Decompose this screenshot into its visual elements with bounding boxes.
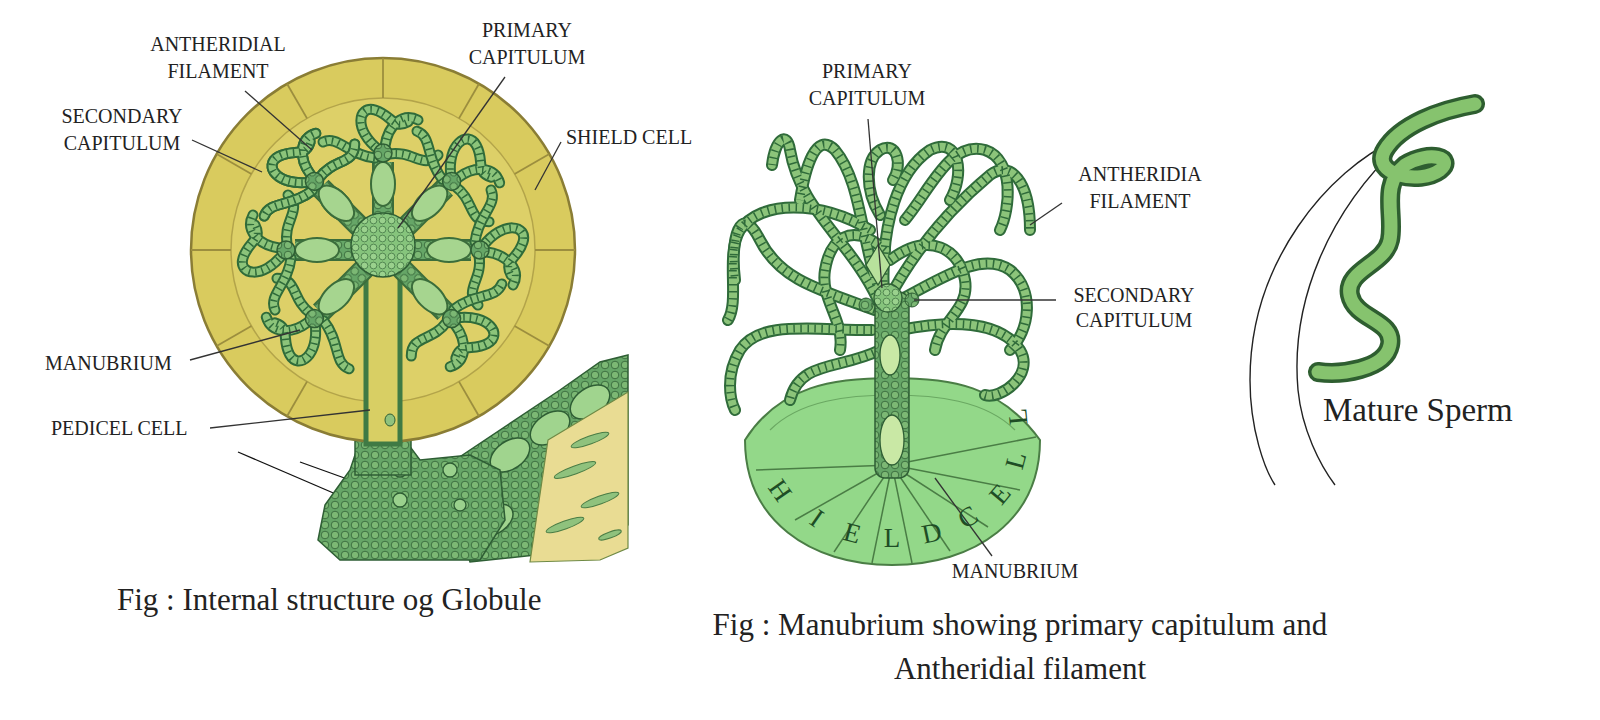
shield-letter: I <box>805 504 828 531</box>
part-label: MANUBRIUM <box>45 350 172 377</box>
shield-letter: L <box>884 525 901 552</box>
figure-caption: Fig : Manubrium showing primary capitulu… <box>660 603 1380 691</box>
part-label: ANTHERIDIA FILAMENT <box>1060 161 1220 215</box>
shield-letter: L <box>1001 449 1031 472</box>
part-label: PRIMARY CAPITULUM <box>795 58 940 112</box>
figure-label: Mature Sperm <box>1323 390 1513 430</box>
part-label: PEDICEL CELL <box>51 415 187 442</box>
leader-line <box>190 77 1062 556</box>
part-label: SECONDARY CAPITULUM <box>42 103 202 157</box>
manubrium <box>875 292 909 478</box>
primary-capitulum <box>351 213 415 277</box>
shield-letter: L <box>1004 407 1032 426</box>
shield-letter: D <box>920 518 945 548</box>
part-label: SECONDARY CAPITULUM <box>1054 283 1214 333</box>
part-label: SHIELD CELL <box>566 124 692 151</box>
part-label: ANTHERIDIAL FILAMENT <box>138 31 298 85</box>
shield-letter: E <box>841 518 864 548</box>
part-label: MANUBRIUM <box>952 558 1079 585</box>
shield-letter: H <box>763 474 796 505</box>
part-label: PRIMARY CAPITULUM <box>455 17 600 71</box>
pedicel-cell <box>366 262 400 444</box>
shield-letter: E <box>984 479 1015 509</box>
shield-letter: C <box>953 501 982 533</box>
figure-caption: Fig : Internal structure og Globule <box>117 580 541 620</box>
